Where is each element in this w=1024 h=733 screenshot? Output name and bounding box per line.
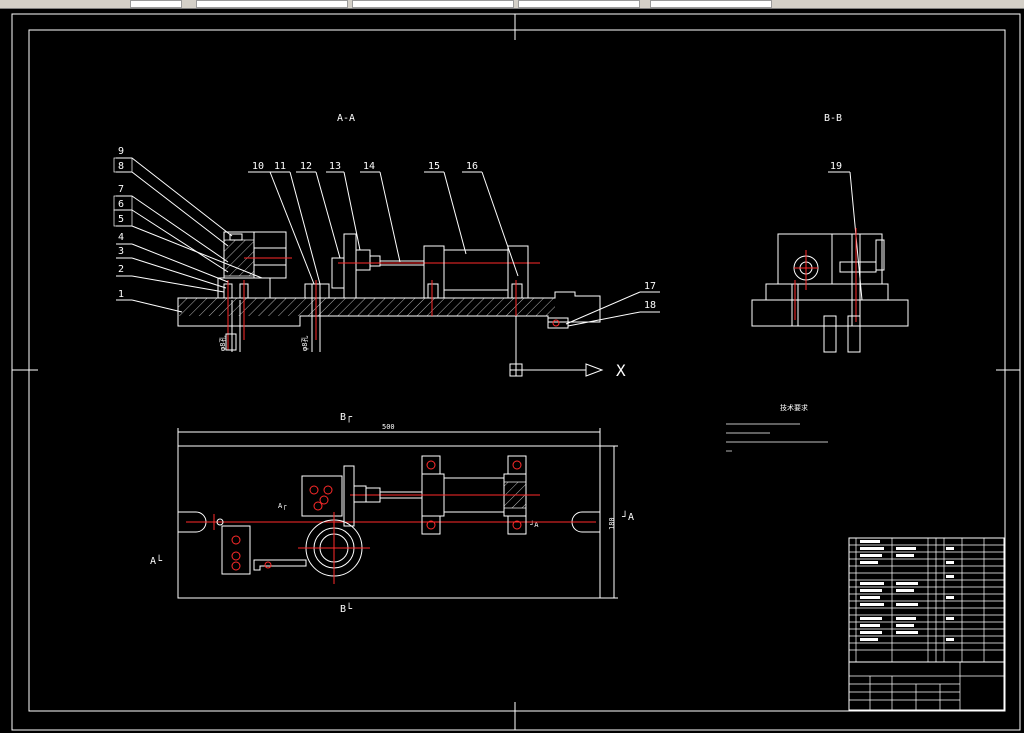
balloon-14: 14: [363, 161, 375, 172]
dia-label-left: φ8孔: [219, 336, 227, 351]
sheet-outer-border: [11, 13, 1021, 731]
balloon-19: 19: [830, 161, 842, 172]
balloon-10: 10: [252, 161, 264, 172]
balloon-18: 18: [644, 300, 656, 311]
section-aa-view: A-A φ8孔 φ8孔: [113, 113, 660, 380]
title-block: [848, 537, 1005, 711]
balloon-13: 13: [329, 161, 341, 172]
balloon-5: 5: [118, 214, 124, 225]
balloon-4: 4: [118, 232, 124, 243]
balloon-11: 11: [274, 161, 286, 172]
section-aa-label: A-A: [337, 113, 355, 124]
view-mark-a-left: A└: [150, 554, 163, 567]
toolbar-combo-5[interactable]: [650, 0, 772, 8]
toolbar-combo-4[interactable]: [518, 0, 640, 8]
tech-title: 技术要求: [780, 403, 808, 412]
cad-drawing-canvas[interactable]: A-A φ8孔 φ8孔: [0, 8, 1024, 733]
toolbar-combo-3[interactable]: [352, 0, 514, 8]
view-mark-b-top: B┌: [340, 412, 353, 423]
balloon-15: 15: [428, 161, 440, 172]
balloon-9: 9: [118, 146, 124, 157]
dim-width: 500: [382, 423, 395, 431]
dim-height: 180: [608, 517, 616, 530]
plan-view: B┌ B└ A└ ┘A A┌ ┘A 500 180: [150, 412, 634, 615]
balloon-17: 17: [644, 281, 656, 292]
balloon-8: 8: [118, 161, 124, 172]
toolbar-combo-1[interactable]: [130, 0, 182, 8]
balloon-labels-aa: 9 8 7 6 5 4 3 2 1 10 11 12 13 14 15 16 1…: [118, 146, 656, 311]
balloon-2: 2: [118, 264, 124, 275]
view-mark-a-inner-left: A┌: [278, 502, 287, 510]
tech-notes: 技术要求: [726, 403, 828, 452]
view-mark-a-right: ┘A: [622, 510, 634, 523]
balloon-7: 7: [118, 184, 124, 195]
dia-label-mid: φ8孔: [301, 336, 309, 351]
balloon-3: 3: [118, 246, 124, 257]
section-bb-label: B-B: [824, 113, 842, 124]
toolbar-combo-2[interactable]: [196, 0, 348, 8]
balloon-16: 16: [466, 161, 478, 172]
balloon-1: 1: [118, 289, 124, 300]
toolbar-strip: [0, 0, 1024, 9]
balloon-6: 6: [118, 199, 124, 210]
view-mark-b-bottom: B└: [340, 602, 353, 615]
section-bb-view: B-B 19: [751, 113, 909, 353]
balloon-12: 12: [300, 161, 312, 172]
view-mark-a-inner-right: ┘A: [530, 520, 539, 529]
axis-x-label: X: [616, 361, 626, 380]
